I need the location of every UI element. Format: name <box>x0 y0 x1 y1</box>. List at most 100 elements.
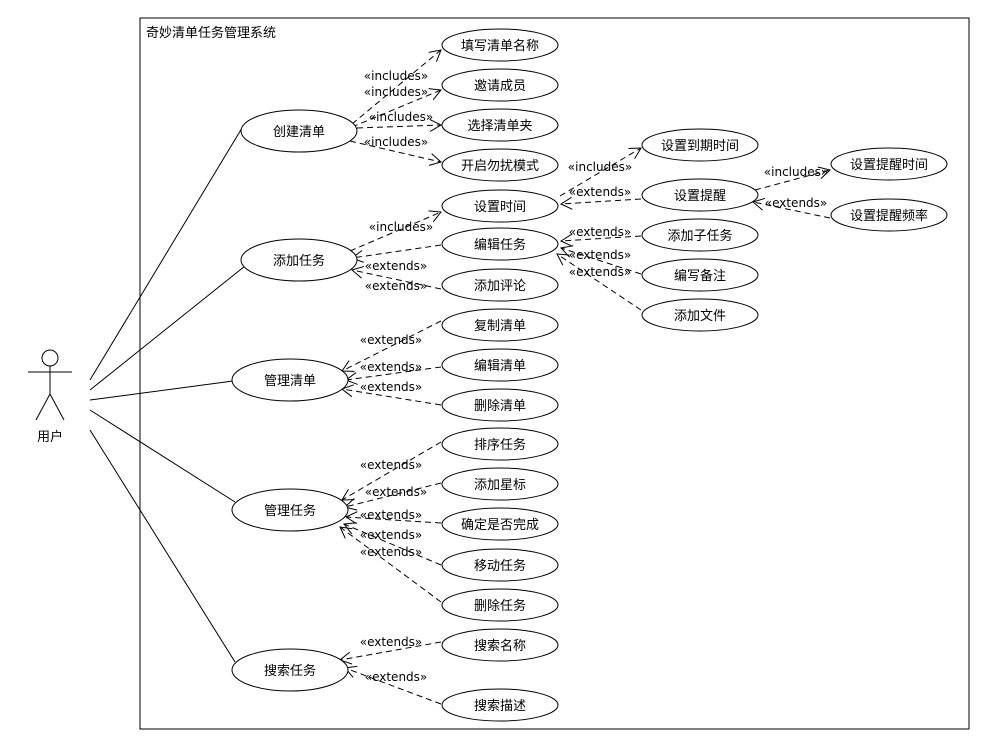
label-extends-11: «extends» <box>360 458 423 472</box>
label-extends-4: «extends» <box>765 196 828 210</box>
label-search-task: 搜索任务 <box>264 663 316 679</box>
usecase-set-reminder <box>641 178 759 212</box>
label-set-reminder: 设置提醒 <box>674 188 726 204</box>
label-includes-5: «includes» <box>369 220 433 234</box>
association-create-list <box>89 127 243 381</box>
actor-right-leg <box>49 393 65 421</box>
usecase-add-subtask <box>641 218 759 252</box>
label-delete-list: 删除清单 <box>474 399 526 414</box>
label-includes-2: «includes» <box>364 85 428 99</box>
label-copy-list: 复制清单 <box>474 319 526 334</box>
label-edit-list: 编辑清单 <box>474 359 526 374</box>
label-edit-task: 编辑任务 <box>474 237 526 253</box>
usecase-search-desc <box>441 688 559 722</box>
usecase-add-star <box>441 467 559 501</box>
usecase-add-file <box>641 298 759 332</box>
association-search-task <box>89 429 236 663</box>
dep-create-folder <box>356 118 443 132</box>
label-add-task: 添加任务 <box>273 253 325 269</box>
label-set-time: 设置时间 <box>474 200 526 215</box>
dep-star-managetask <box>343 482 442 511</box>
associations <box>89 127 246 663</box>
label-set-due: 设置到期时间 <box>661 139 739 154</box>
dep-done-managetask <box>344 511 442 525</box>
system-boundary <box>139 17 970 730</box>
label-extends-14: «extends» <box>360 528 423 542</box>
usecase-confirm-done <box>441 507 559 541</box>
label-includes-4: «includes» <box>364 135 428 149</box>
label-extends-3: «extends» <box>569 185 632 199</box>
label-extends-15: «extends» <box>360 545 423 559</box>
dep-sort-managetask <box>341 441 442 501</box>
usecase-add-comment <box>441 268 559 302</box>
dep-editlist-managelist <box>344 366 442 385</box>
usecase-delete-list <box>441 388 559 422</box>
usecase-edit-task <box>441 227 559 261</box>
dep-deletelist-managelist <box>340 384 442 406</box>
dep-searchname-search <box>338 641 442 665</box>
main-use-cases <box>231 109 358 692</box>
dep-file-edittask <box>556 253 642 311</box>
usecase-set-time <box>441 189 559 223</box>
dep-addtask-settime <box>349 210 442 252</box>
label-extends-7: «extends» <box>569 265 632 279</box>
label-extends-2: «extends» <box>365 279 428 293</box>
dependencies <box>338 49 832 705</box>
dep-note-edittask <box>560 245 642 275</box>
label-write-note: 编写备注 <box>674 268 726 284</box>
label-dnd-mode: 开启勿扰模式 <box>461 159 539 174</box>
label-includes-7: «includes» <box>764 165 828 179</box>
usecase-move-task <box>441 548 559 582</box>
association-manage-task <box>89 409 236 503</box>
label-extends-5: «extends» <box>569 225 632 239</box>
label-add-star: 添加星标 <box>474 478 526 493</box>
actor-left-leg <box>35 393 51 421</box>
usecase-dnd-mode <box>441 148 559 182</box>
actor-head <box>41 349 59 367</box>
label-extends-12: «extends» <box>365 485 428 499</box>
label-includes-3: «includes» <box>369 110 433 124</box>
actor-name: 用户 <box>37 429 63 445</box>
label-search-name: 搜索名称 <box>474 638 526 654</box>
dep-settime-due <box>559 147 642 197</box>
usecase-sort-task <box>441 427 559 461</box>
label-includes-1: «includes» <box>364 69 428 83</box>
usecase-create-list <box>240 109 358 153</box>
label-move-task: 移动任务 <box>474 558 526 574</box>
usecase-edit-list <box>441 348 559 382</box>
usecase-manage-list <box>231 358 349 402</box>
label-add-comment: 添加评论 <box>474 279 526 294</box>
system-title: 奇妙清单任务管理系统 <box>146 25 276 41</box>
stereotype-labels: «includes» «includes» «includes» «includ… <box>360 69 828 684</box>
dep-searchdesc-search <box>344 665 442 705</box>
dep-subtask-edittask <box>559 233 642 247</box>
dep-copy-managelist <box>341 320 442 372</box>
dep-freq-reminder <box>751 197 831 219</box>
association-manage-list <box>89 380 234 401</box>
label-extends-10: «extends» <box>360 380 423 394</box>
label-fill-list-name: 填写清单名称 <box>461 38 539 54</box>
label-sort-task: 排序任务 <box>474 437 526 453</box>
usecase-search-task <box>231 648 349 692</box>
label-extends-17: «extends» <box>365 670 428 684</box>
association-add-task <box>89 265 246 391</box>
usecase-fill-list-name <box>441 28 559 62</box>
label-extends-1: «extends» <box>365 259 428 273</box>
dep-reminder-settime <box>559 196 642 210</box>
usecase-manage-task <box>231 488 349 532</box>
usecase-search-name <box>441 628 559 662</box>
label-extends-9: «extends» <box>360 360 423 374</box>
label-includes-6: «includes» <box>568 160 632 174</box>
label-search-desc: 搜索描述 <box>474 699 526 714</box>
label-extends-8: «extends» <box>360 333 423 347</box>
label-extends-13: «extends» <box>360 508 423 522</box>
label-add-file: 添加文件 <box>674 309 726 324</box>
label-create-list: 创建清单 <box>273 125 325 140</box>
dep-reminder-time <box>754 166 832 191</box>
usecase-set-reminder-time <box>830 147 948 181</box>
label-set-reminder-time: 设置提醒时间 <box>850 157 928 173</box>
label-delete-task: 删除任务 <box>474 598 526 614</box>
use-case-labels: 创建清单 添加任务 管理清单 管理任务 搜索任务 填写清单名称 邀请成员 选择清… <box>264 38 928 714</box>
dep-move-managetask <box>343 522 442 566</box>
